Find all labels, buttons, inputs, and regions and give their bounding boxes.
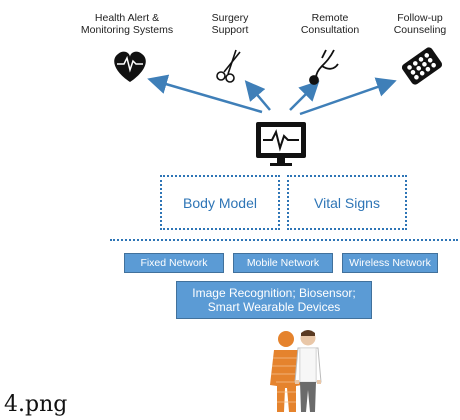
technology-line: Image Recognition; Biosensor; xyxy=(192,286,356,300)
arrow-to-surgery xyxy=(244,80,271,111)
body-model-box: Body Model xyxy=(160,175,280,230)
mobile-network-box: Mobile Network xyxy=(233,253,333,273)
app-label-line: Monitoring Systems xyxy=(80,24,174,36)
stethoscope-icon xyxy=(309,49,339,85)
figure-caption: 4.png xyxy=(4,392,68,417)
app-label-line: Support xyxy=(211,24,249,36)
app-label-line: Remote xyxy=(311,12,349,24)
heart-monitor-icon xyxy=(114,51,146,82)
wireless-network-label: Wireless Network xyxy=(349,257,431,269)
layer-divider xyxy=(110,239,458,241)
pill-pack-icon xyxy=(401,47,443,85)
arrow-to-followup xyxy=(299,77,397,116)
technology-box: Image Recognition; Biosensor; Smart Wear… xyxy=(176,281,372,319)
surgical-scissors-icon xyxy=(216,49,241,83)
arrow-to-health-alert xyxy=(147,74,263,114)
app-label-line: Counseling xyxy=(393,24,447,36)
app-label-followup: Follow-up Counseling xyxy=(385,12,455,36)
app-label-line: Surgery xyxy=(211,12,249,24)
mobile-network-label: Mobile Network xyxy=(246,257,320,269)
app-label-surgery: Surgery Support xyxy=(195,12,265,36)
fixed-network-label: Fixed Network xyxy=(140,257,208,269)
app-label-health-alert: Health Alert & Monitoring Systems xyxy=(72,12,182,36)
fixed-network-box: Fixed Network xyxy=(124,253,224,273)
vital-signs-label: Vital Signs xyxy=(314,194,380,211)
monitor-heartbeat-icon xyxy=(256,122,306,166)
app-label-remote: Remote Consultation xyxy=(285,12,375,36)
app-label-line: Follow-up xyxy=(397,12,443,24)
app-label-line: Health Alert & xyxy=(94,12,160,24)
vital-signs-box: Vital Signs xyxy=(287,175,407,230)
digital-twin-people-icon xyxy=(270,330,322,412)
arrow-to-remote xyxy=(289,80,320,111)
technology-line: Smart Wearable Devices xyxy=(207,300,341,314)
arrows xyxy=(147,74,397,116)
wireless-network-box: Wireless Network xyxy=(342,253,438,273)
app-label-line: Consultation xyxy=(300,24,360,36)
body-model-label: Body Model xyxy=(183,194,257,211)
